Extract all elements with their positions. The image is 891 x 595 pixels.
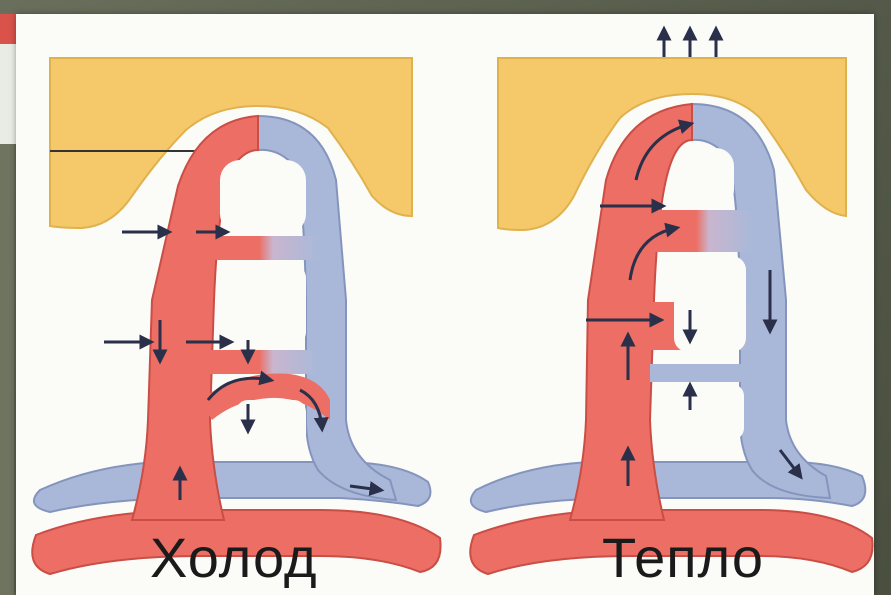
cold-rung-1 (200, 236, 318, 260)
warm-rung-1 (640, 210, 752, 252)
warm-diagram (470, 30, 872, 574)
warm-gap-2 (674, 256, 746, 352)
cold-label: Холод (150, 526, 318, 590)
cold-gap-1 (220, 160, 306, 234)
cold-diagram (32, 58, 440, 574)
warm-gap-3 (672, 384, 744, 440)
warm-rung-3 (650, 364, 746, 382)
warm-gap-1 (676, 148, 734, 208)
warm-label: Тепло (602, 526, 764, 590)
cold-gap-2 (220, 264, 306, 346)
cold-rung-2 (200, 350, 318, 374)
